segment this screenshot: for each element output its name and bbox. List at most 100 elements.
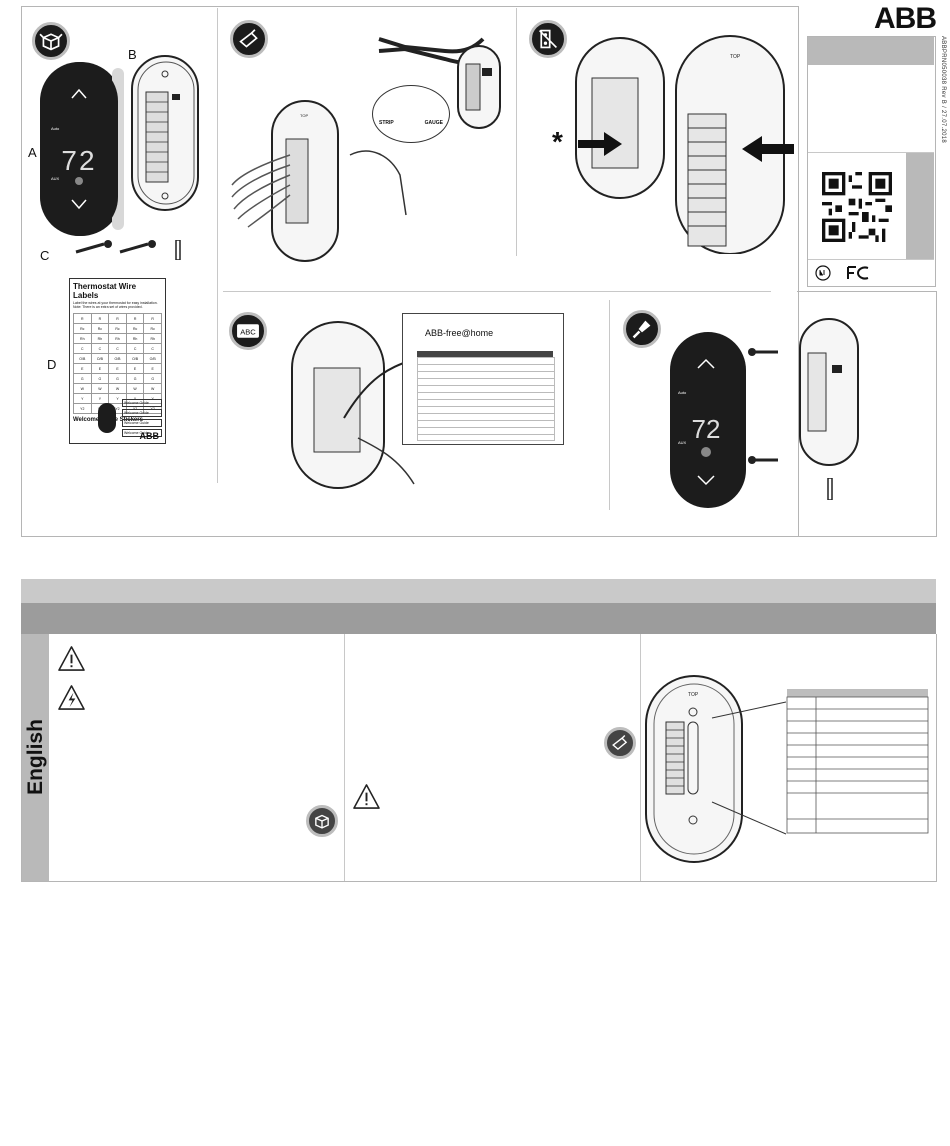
thermostat-mount: 72 Auto AUX [670,332,746,508]
welcome-stickers: Welcome Guide Welcome Guide Welcome Guid… [122,399,162,437]
screw [119,240,156,254]
wallplate-labeling [291,321,415,489]
wire-label-cell: E [108,363,127,374]
wire-label-cell: C [108,343,127,354]
svg-text:TOP: TOP [300,113,308,118]
svg-text:TOP: TOP [688,692,699,698]
unbox-icon [306,805,338,837]
wire-label-cell: Rc [125,323,145,334]
wallplate-diagram: TOP [645,675,929,863]
wire-label-cell: Y2 [73,403,92,414]
divider [217,8,218,483]
wire-label-cell: Y2 [143,403,162,414]
grey-band [808,37,934,65]
wire-label-cell: W [108,383,127,394]
label-b: B [128,47,137,62]
electric-warning-icon [57,684,86,711]
wire-cut-icon [604,727,636,759]
terminal-block-icon [529,20,567,58]
svg-text:ABC: ABC [240,327,256,336]
welcome-sticker: Welcome Guide [122,419,162,427]
column-divider [344,634,345,881]
wire-label-cell: R [125,313,145,324]
svg-text:TOP: TOP [730,54,741,60]
wire-label-cell: O/B [90,353,110,364]
wire-label-cell: O/B [108,353,127,364]
svg-text:72: 72 [61,145,96,176]
grey-side-band [906,153,934,259]
arrow-left [742,136,794,162]
svg-text:AUX: AUX [51,176,60,181]
label-d: D [47,357,57,372]
wire-label-cell: C [125,343,145,354]
screw [748,348,778,356]
sheet-subtitle: Label the wires at your thermostat for e… [73,301,158,309]
divider [808,259,934,260]
sheet-abb-logo: ABB [139,431,160,441]
wire-label-cell: E [143,363,162,374]
anchor [175,240,181,260]
screw [75,240,112,254]
svg-text:AUX: AUX [678,440,687,445]
divider [223,291,771,292]
wallplate [131,55,199,211]
certification-marks [815,265,869,281]
unbox-icon [32,22,70,60]
wire-label-cell: E [125,363,145,374]
revision-text: ABBPRN050038 Rev B / 27.07.2018 [940,36,946,144]
app-screen: ABB-free@home [402,313,564,445]
language-strip [22,634,49,881]
wire-label-cell: O/B [143,353,162,364]
wire-label-cell: R [108,313,127,324]
anchor [827,478,833,500]
wire-label-cell: W [125,383,145,394]
wire-label-cell: O/B [125,353,145,364]
wire-label-cell: C [73,343,92,354]
wire-label-cell: Rc [73,323,92,334]
wire-label-cell: C [143,343,162,354]
header-band-light [21,579,936,603]
label-icon: ABC [229,312,267,350]
label-c: C [40,248,50,263]
abb-logo: ABB [874,2,937,35]
arrow-right [578,132,622,156]
wallplate-wires: TOP [231,100,407,262]
svg-text:Auto: Auto [678,390,687,395]
strip-gauge-callout: STRIP GAUGE [372,85,450,143]
header-band-dark [21,603,936,634]
content-frame [21,634,937,882]
wire-label-cell: R [73,313,92,324]
asterisk-mark: * [552,126,563,157]
wallplate-terminals: TOP [575,35,785,254]
side-panel [797,291,937,537]
wire-label-cell: O/B [73,353,92,364]
thermostat-front: 72 Auto AUX [40,62,124,236]
sheet-title: Thermostat Wire Labels [73,282,137,300]
wire-label-cell: W [143,383,162,394]
wire-label-cell: Y [73,393,92,404]
app-table [417,357,555,441]
wire-label-cell: G [90,373,110,384]
wire-label-cell: Rh [143,333,162,344]
gauge-label: GAUGE [424,120,443,126]
steps-panel [21,6,799,537]
sheet-thermostat-image [98,403,116,433]
wire-cut-icon [230,20,268,58]
wire-label-cell: R [143,313,162,324]
wire-label-cell: Rh [73,333,92,344]
info-box [807,36,936,287]
wire-label-cell: W [90,383,110,394]
wire-label-cell: E [90,363,110,374]
wire-label-cell: E [73,363,92,374]
wire-label-cell: G [143,373,162,384]
qr-code [822,172,892,242]
warning-icon [57,645,86,672]
language-label: English [24,719,47,795]
wire-label-sheet: Thermostat Wire Labels Label the wires a… [69,278,166,444]
wallplate-small [457,45,501,129]
